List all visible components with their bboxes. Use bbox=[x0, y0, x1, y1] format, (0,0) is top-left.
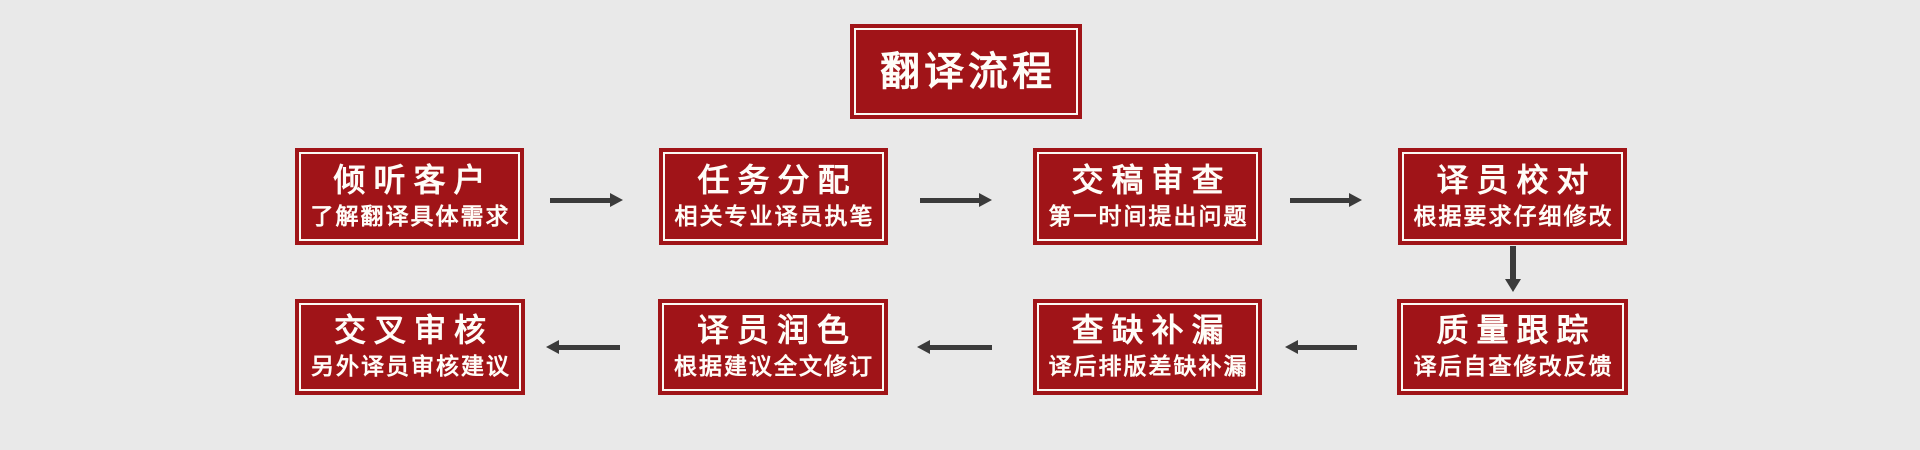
step-box-quality-tracking: 质量跟踪 译后自查修改反馈 bbox=[1397, 299, 1628, 395]
step-box-cross-review: 交叉审核 另外译员审核建议 bbox=[295, 299, 525, 395]
step-subtitle: 第一时间提出问题 bbox=[1048, 203, 1249, 230]
step-subtitle: 另外译员审核建议 bbox=[311, 354, 511, 381]
step-title: 交叉审核 bbox=[333, 311, 494, 350]
step-subtitle: 译后自查修改反馈 bbox=[1413, 354, 1614, 381]
step-title: 任务分配 bbox=[697, 160, 858, 199]
flowchart-title-box: 翻译流程 bbox=[850, 24, 1082, 119]
step-subtitle: 了解翻译具体需求 bbox=[310, 203, 511, 230]
step-title: 交稿审查 bbox=[1071, 160, 1232, 199]
title-box-inner-border: 翻译流程 bbox=[854, 28, 1078, 115]
step-title: 查缺补漏 bbox=[1071, 311, 1232, 350]
arrow-right-icon bbox=[1290, 193, 1362, 207]
step-subtitle: 根据建议全文修订 bbox=[674, 354, 874, 381]
step-title: 质量跟踪 bbox=[1436, 311, 1597, 350]
arrow-right-icon bbox=[920, 193, 992, 207]
step-box-draft-review: 交稿审查 第一时间提出问题 bbox=[1033, 148, 1262, 245]
step-subtitle: 相关专业译员执笔 bbox=[674, 203, 875, 230]
step-subtitle: 译后排版差缺补漏 bbox=[1048, 354, 1249, 381]
arrow-left-icon bbox=[546, 340, 620, 354]
arrow-left-icon bbox=[1285, 340, 1357, 354]
arrow-left-icon bbox=[917, 340, 992, 354]
step-box-gap-filling: 查缺补漏 译后排版差缺补漏 bbox=[1033, 299, 1262, 395]
step-box-listen-to-customer: 倾听客户 了解翻译具体需求 bbox=[295, 148, 524, 245]
step-subtitle: 根据要求仔细修改 bbox=[1413, 203, 1614, 230]
arrow-right-icon bbox=[550, 193, 623, 207]
step-box-task-assignment: 任务分配 相关专业译员执笔 bbox=[659, 148, 888, 245]
step-title: 译员校对 bbox=[1436, 160, 1597, 199]
step-box-translator-proofreading: 译员校对 根据要求仔细修改 bbox=[1398, 148, 1627, 245]
flowchart-title: 翻译流程 bbox=[880, 48, 1056, 95]
arrow-down-icon bbox=[1505, 246, 1521, 292]
step-title: 译员润色 bbox=[696, 311, 857, 350]
step-box-translator-polishing: 译员润色 根据建议全文修订 bbox=[658, 299, 888, 395]
step-title: 倾听客户 bbox=[333, 160, 494, 199]
